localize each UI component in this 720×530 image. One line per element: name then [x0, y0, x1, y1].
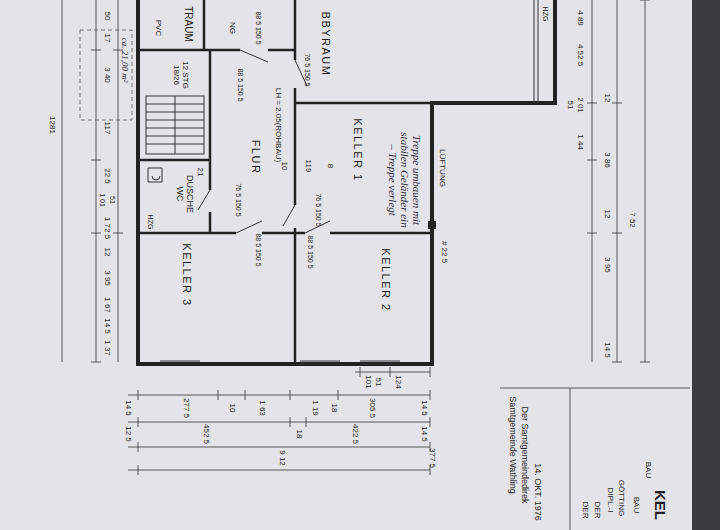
dimension-label: HZG: [146, 215, 154, 230]
dimension-label: 21: [196, 168, 205, 177]
dimension-label: 14 5: [103, 318, 112, 334]
dimension-label: 10: [280, 162, 289, 171]
room-area: TRAUM PVC: [142, 2, 202, 48]
dimension-label: 3 86: [603, 152, 612, 168]
dimension-label: 422 5: [351, 424, 360, 444]
dimension-label: 14 5: [420, 400, 429, 416]
dimension-label: LÜFTUNG: [438, 149, 447, 187]
dimension-label: 3 40: [103, 67, 112, 83]
dimension-label: 1 37: [103, 340, 112, 356]
dimension-label: 17: [103, 34, 112, 43]
stamp-text: Der Samtgemeindedirek: [519, 406, 529, 503]
dimension-label: 7 52: [628, 212, 637, 228]
dimension-label: 377 5: [428, 448, 437, 468]
dimension-label: 51: [566, 101, 575, 110]
dimension-label: 101: [364, 375, 373, 388]
dimension-label: 14 5: [124, 400, 133, 416]
dimension-label: 305 5: [368, 398, 377, 418]
dimension-label: 9 12: [278, 450, 287, 466]
dimension-label: 10: [228, 404, 237, 413]
title-block-text: GÖTTING: [617, 480, 626, 516]
dimension-label: 14 5: [603, 342, 612, 358]
dimension-label: # 22 5: [440, 241, 449, 263]
title-block-text: BAU: [632, 497, 641, 513]
stamp-text: 14. OKT. 1976: [532, 463, 542, 521]
room-label: KELLER 1: [352, 118, 364, 181]
dimension-label: 51: [374, 378, 383, 387]
title-text: KEL: [652, 490, 669, 520]
dimension-label: 117: [103, 122, 112, 135]
room-label: PVC: [154, 20, 163, 36]
dimension-label: 119: [304, 160, 313, 173]
dimension-label: 1 19: [311, 400, 320, 416]
title-block-text: DER: [581, 502, 590, 519]
dimension-label: 88 5 150 5: [254, 233, 262, 266]
room-label: DUSCHE WC: [174, 172, 194, 216]
dimension-label: 51: [108, 196, 116, 204]
dimension-label: 88 5 150 5: [306, 235, 314, 268]
dimension-label: 1 63: [258, 400, 267, 416]
dimension-label: 12: [103, 248, 112, 257]
title-block-text: DIPL.-I: [606, 488, 615, 513]
dimension-label: 88 5 150 5: [254, 11, 262, 44]
room-area: KELLER 2: [298, 235, 428, 360]
dimension-label: 12 5: [124, 426, 133, 442]
dimension-label: 76 5 150 5: [303, 53, 311, 86]
dimension-label: 50: [103, 12, 112, 21]
dimension-label: LH = 2.05(ROHBAU): [274, 88, 283, 162]
dimension-label: 22 5: [103, 168, 112, 184]
dimension-label: 8: [326, 164, 335, 168]
dimension-label: 1 72 5: [103, 217, 112, 239]
title-block-text: DER: [593, 502, 602, 519]
dimension-label: 277 5: [182, 398, 191, 418]
room-label: KELLER 3: [181, 243, 193, 306]
dimension-label: 124: [394, 375, 403, 388]
dimension-label: 4 89: [576, 10, 585, 26]
dimension-label: 3 95: [603, 257, 612, 273]
dimension-label: 1 44: [576, 134, 585, 150]
dimension-label: 76 5 150 5: [234, 183, 242, 216]
handwritten-note: ca. 21,00 m²: [119, 38, 129, 83]
dimension-label: 12: [603, 94, 612, 103]
dimension-label: 12 STG 18/26: [171, 58, 189, 92]
room-label: FLUR: [250, 140, 262, 175]
room-area: BBYRAUM: [298, 0, 532, 102]
dimension-label: HZG: [541, 7, 549, 22]
dimension-label: 452 5: [202, 424, 211, 444]
dimension-label: 14 5: [420, 426, 429, 442]
dimension-label: 76 5 150 5: [314, 193, 322, 226]
dimension-label: 88 5 150 5: [236, 68, 244, 101]
dimension-label: 1 67: [103, 297, 112, 313]
room-label: BBYRAUM: [320, 12, 332, 77]
dimension-label: 12: [603, 210, 612, 219]
dimension-label: 18: [330, 404, 339, 413]
dimension-label: 2 01: [576, 97, 585, 113]
room-label: TRAUM: [183, 6, 194, 42]
dimension-label: 4 52 5: [576, 44, 585, 66]
dimension-label: 18: [295, 430, 304, 439]
title-block-text: BAU: [644, 462, 653, 478]
dimension-label: NG: [228, 22, 237, 34]
room-label: KELLER 2: [380, 248, 392, 311]
handwritten-note: Treppe umbauen mit stabilen Geländer ein…: [387, 130, 423, 230]
dimension-label: 3 95: [103, 270, 112, 286]
dimension-label: 1 01: [98, 193, 106, 207]
stamp-text: Samtgemeinde Wathling: [507, 396, 517, 494]
dimension-label: 1281: [48, 116, 57, 134]
room-area: KELLER 3: [142, 235, 288, 360]
